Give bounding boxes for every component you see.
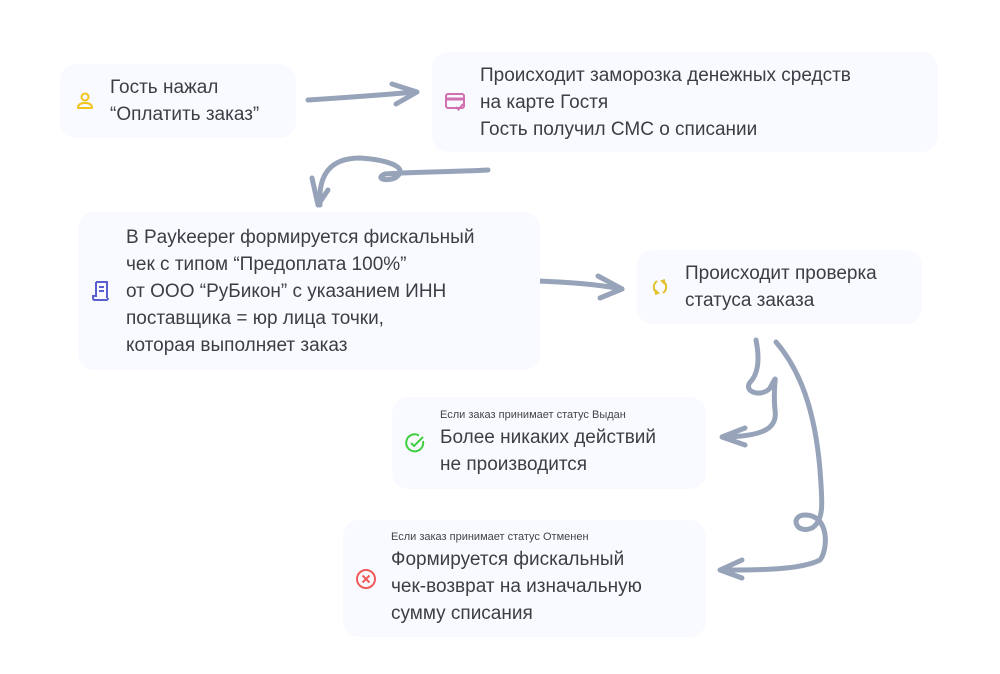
node-text-line: Более никаких действий	[440, 427, 657, 448]
node-text-line: Гость нажал	[110, 77, 219, 98]
check-circle-icon	[404, 432, 426, 454]
arrow-1-to-2	[305, 89, 418, 103]
node-text-line: В Paykeeper формируется фискальный	[126, 226, 475, 248]
arrow-4-to-6-head	[717, 557, 745, 581]
receipt-icon	[90, 280, 112, 302]
arrow-2-to-3	[317, 155, 491, 208]
node-text-line: от ООО “РуБикон” с указанием ИНН	[126, 280, 447, 302]
arrow-4-to-5	[722, 337, 778, 440]
card-check-icon	[444, 91, 466, 113]
node-fiscal-receipt: В Paykeeper формируется фискальный чек с …	[78, 212, 540, 370]
node-text-line: которая выполняет заказ	[126, 334, 348, 356]
arrow-3-to-4-head	[595, 273, 625, 301]
node-text-line: сумму списания	[391, 603, 533, 624]
user-icon	[74, 90, 96, 112]
node-text-line: Происходит проверка	[685, 263, 877, 284]
node-text-line: “Оплатить заказ”	[110, 104, 260, 125]
arrow-3-to-4	[534, 278, 625, 292]
node-text-line: Происходит заморозка денежных средств	[480, 64, 851, 86]
arrow-2-to-3-head	[309, 175, 331, 208]
condition-caption: Если заказ принимает статус Отменен	[391, 531, 589, 543]
node-status-check: Происходит проверка статуса заказа	[637, 250, 922, 324]
node-text-line: чек-возврат на изначальную	[391, 576, 642, 597]
node-funds-freeze: Происходит заморозка денежных средств на …	[432, 52, 938, 152]
node-guest-pay: Гость нажал “Оплатить заказ”	[60, 64, 296, 138]
node-text-line: не производится	[440, 454, 588, 475]
node-text-line: статуса заказа	[685, 290, 815, 311]
x-circle-icon	[355, 568, 377, 590]
arrow-1-to-2-head	[389, 81, 420, 107]
node-text-line: чек с типом “Предоплата 100%”	[126, 253, 407, 275]
arrow-4-to-6	[719, 339, 828, 573]
arrow-4-to-5-head	[719, 425, 748, 448]
node-text-line: на карте Гостя	[480, 91, 609, 113]
node-text-line: Гость получил СМС о списании	[480, 118, 758, 140]
refresh-icon	[649, 276, 671, 298]
node-text-line: поставщика = юр лица точки,	[126, 307, 384, 329]
condition-caption: Если заказ принимает статус Выдан	[440, 409, 626, 421]
node-text-line: Формируется фискальный	[391, 549, 625, 570]
